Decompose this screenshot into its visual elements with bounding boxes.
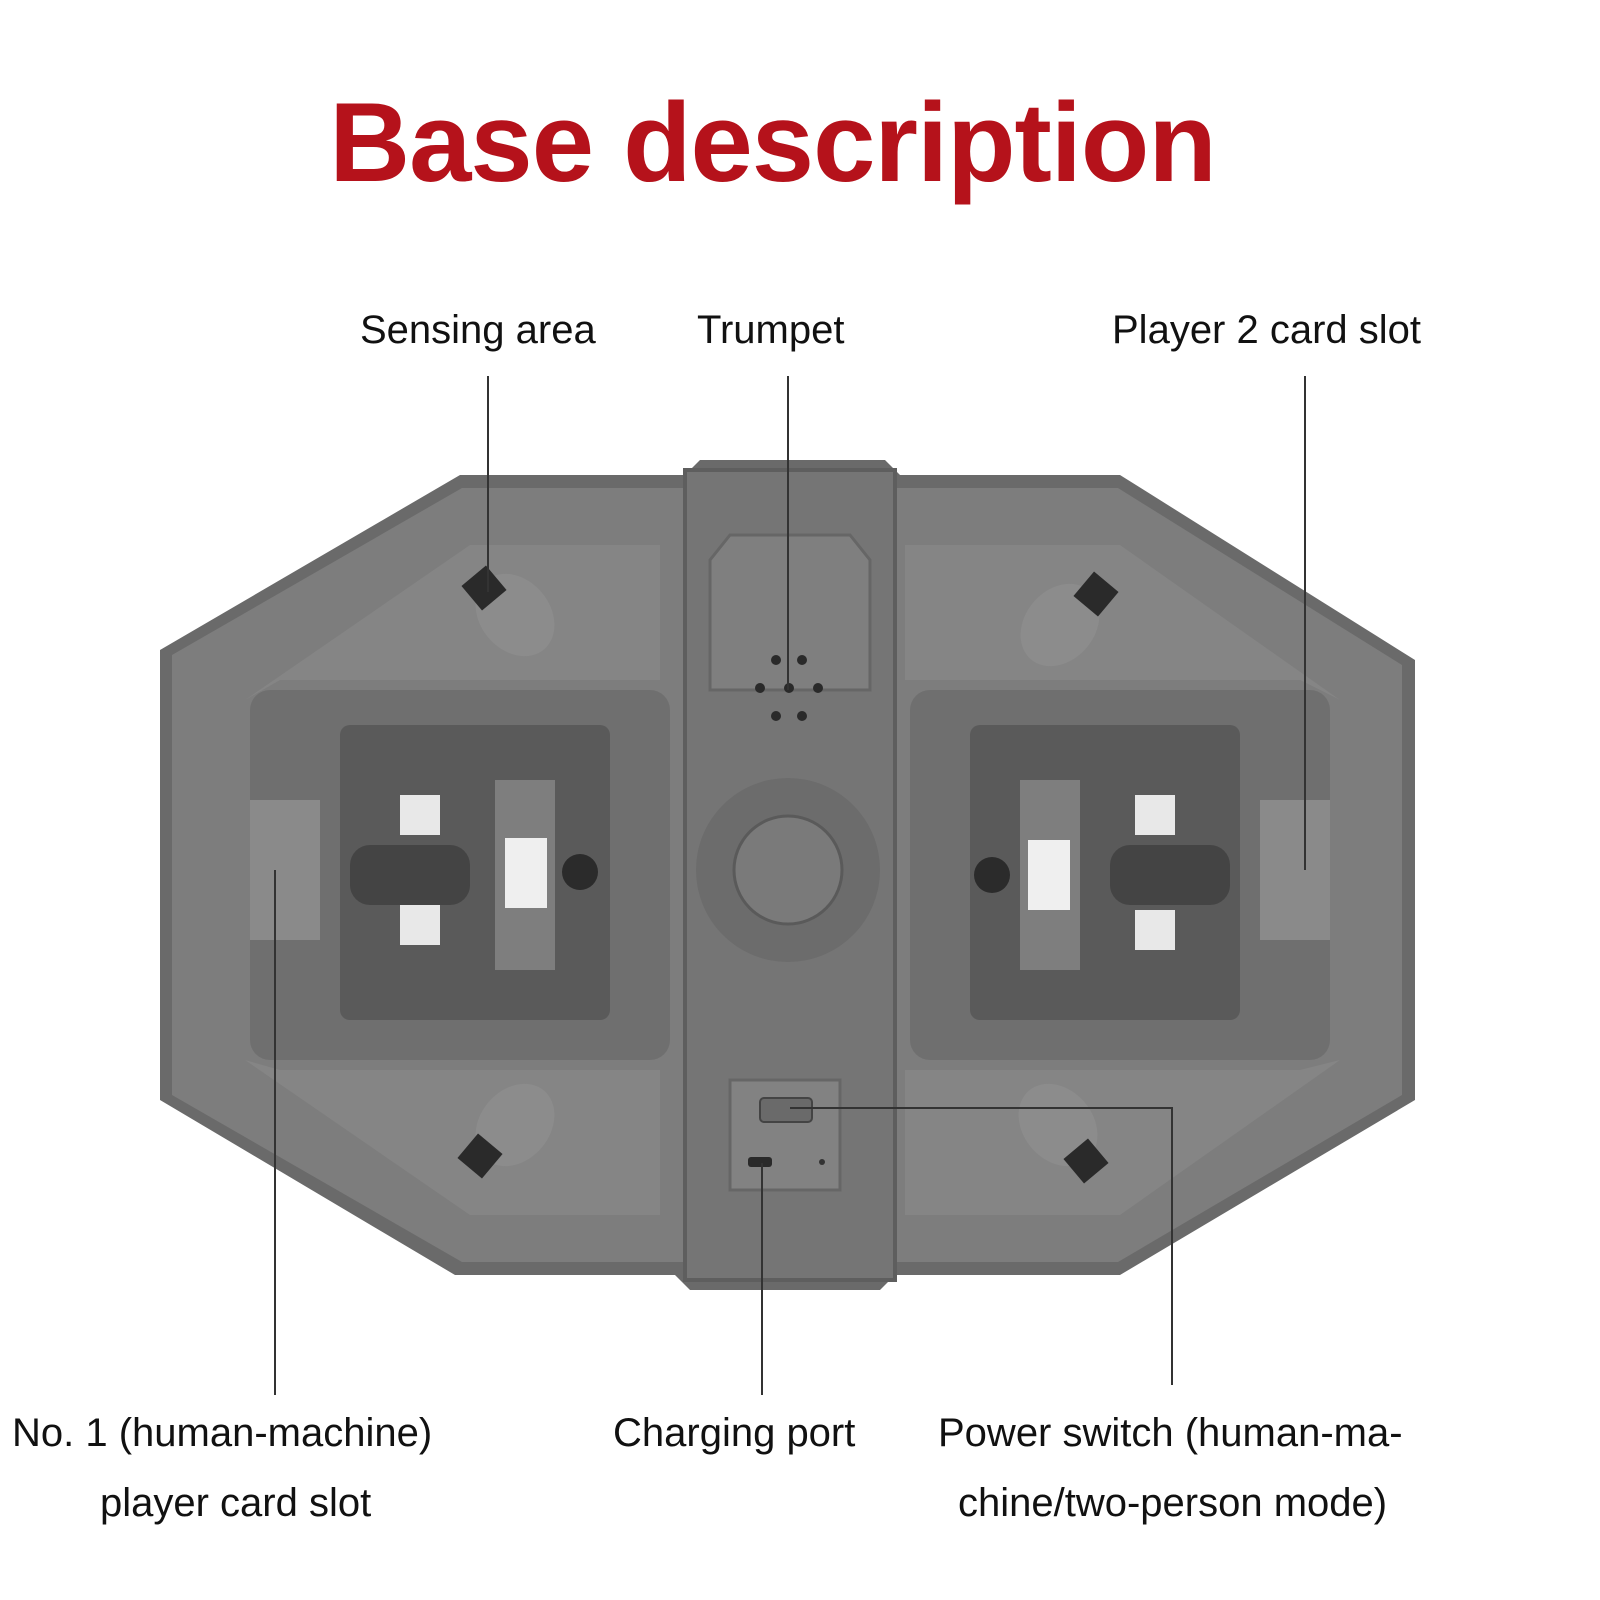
- label-power-switch-line1: Power switch (human-ma-: [938, 1411, 1403, 1455]
- label-charging-port: Charging port: [613, 1411, 856, 1455]
- page-title: Base description: [329, 80, 1217, 205]
- label-trumpet: Trumpet: [697, 308, 845, 352]
- sensor-bottom-left: [457, 1083, 555, 1179]
- charging-port: [748, 1157, 772, 1167]
- sensor-top-right: [1020, 571, 1119, 667]
- label-power-switch-line2: chine/two-person mode): [958, 1481, 1388, 1525]
- sensor-bottom-right: [1018, 1083, 1109, 1184]
- power-switch: [759, 1097, 813, 1123]
- sensor-top-left: [461, 565, 555, 657]
- label-player1-slot-line2: player card slot: [100, 1481, 372, 1525]
- label-player2-card-slot: Player 2 card slot: [1112, 308, 1422, 352]
- base-device: [160, 460, 1415, 1290]
- label-player1-slot-line1: No. 1 (human-machine): [12, 1411, 433, 1455]
- speaker-holes: [755, 655, 823, 721]
- label-sensing-area: Sensing area: [360, 308, 596, 352]
- leader-lines: [274, 376, 1306, 1395]
